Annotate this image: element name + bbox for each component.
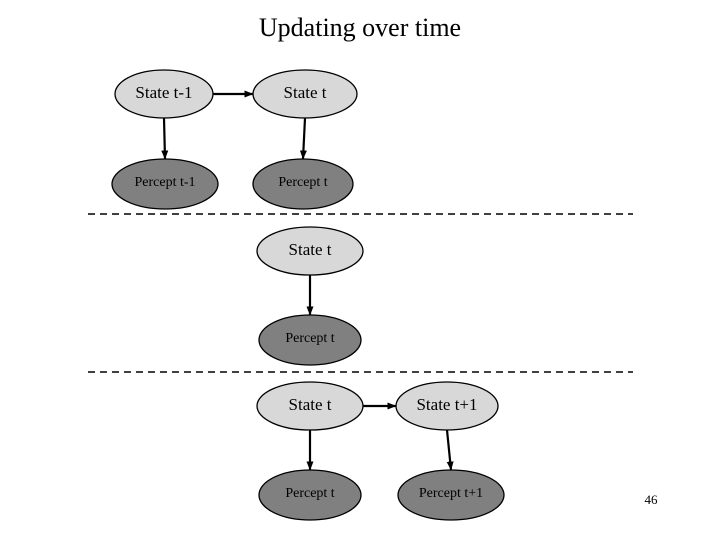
edge-state-t-minus-1-to-percept-t-minus-1 xyxy=(161,117,169,160)
edges-layer xyxy=(161,90,454,471)
node-state-t-minus-1[interactable] xyxy=(114,69,214,119)
node-state-t-bottom[interactable] xyxy=(256,381,364,431)
node-state-t-top[interactable] xyxy=(252,69,358,119)
node-percept-t-top[interactable] xyxy=(252,158,354,210)
edge-state-t-top-to-percept-t-top xyxy=(299,117,307,160)
node-percept-t-minus-1[interactable] xyxy=(111,158,219,210)
node-state-t-plus-1[interactable] xyxy=(395,381,499,431)
node-percept-t-plus-1[interactable] xyxy=(397,469,505,521)
edge-state-t-plus-1-to-percept-t-plus-1 xyxy=(445,429,454,471)
page-number: 46 xyxy=(644,492,658,507)
node-percept-t-mid[interactable] xyxy=(258,314,362,366)
dividers-layer xyxy=(88,213,633,373)
node-percept-t-bottom[interactable] xyxy=(258,469,362,521)
node-state-t-mid[interactable] xyxy=(256,226,364,276)
page-title: Updating over time xyxy=(258,13,462,42)
nodes-layer xyxy=(111,69,505,521)
